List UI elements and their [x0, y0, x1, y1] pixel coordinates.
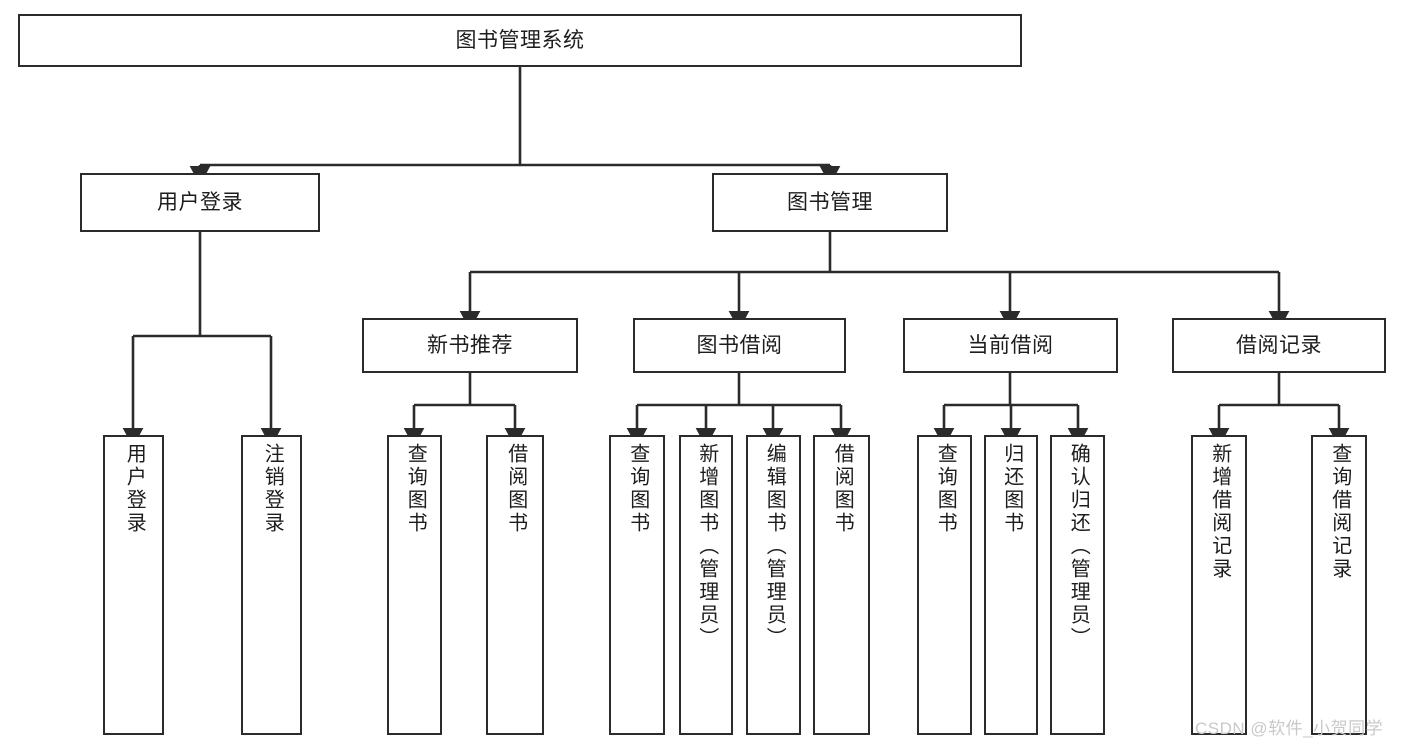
node-label: 图书借阅 [696, 333, 783, 357]
node-label: 新书推荐 [427, 333, 513, 357]
node-borrow-book-new[interactable]: 借阅图书 [486, 435, 544, 735]
node-label: 查询借阅记录 [1328, 443, 1351, 581]
node-label: 图书管理 [787, 190, 873, 214]
node-user-login-leaf[interactable]: 用户登录 [103, 435, 164, 735]
node-label: 确认归还（管理员） [1067, 443, 1090, 650]
node-label: 新增借阅记录 [1208, 443, 1231, 581]
node-label: 当前借阅 [967, 333, 1054, 357]
node-label: 图书管理系统 [455, 28, 585, 52]
node-add-borrow-record[interactable]: 新增借阅记录 [1191, 435, 1247, 735]
node-root[interactable]: 图书管理系统 [18, 14, 1022, 67]
node-query-borrow-record[interactable]: 查询借阅记录 [1311, 435, 1367, 735]
node-user-login[interactable]: 用户登录 [80, 173, 320, 232]
node-label: 新增图书（管理员） [695, 443, 718, 650]
node-book-borrow[interactable]: 图书借阅 [633, 318, 846, 373]
edge-group [122, 67, 1350, 448]
node-label: 查询图书 [404, 443, 427, 535]
node-label: 借阅图书 [504, 443, 527, 535]
node-user-logout-leaf[interactable]: 注销登录 [241, 435, 302, 735]
node-label: 用户登录 [157, 190, 243, 214]
node-label: 注销登录 [261, 443, 284, 535]
node-label: 编辑图书（管理员） [763, 443, 786, 650]
node-book-management[interactable]: 图书管理 [712, 173, 948, 232]
node-new-book-recommend[interactable]: 新书推荐 [362, 318, 578, 373]
node-query-book-current[interactable]: 查询图书 [917, 435, 972, 735]
node-edit-book-admin[interactable]: 编辑图书（管理员） [746, 435, 801, 735]
node-query-book-new[interactable]: 查询图书 [387, 435, 442, 735]
node-label: 归还图书 [1000, 443, 1023, 535]
node-return-book[interactable]: 归还图书 [984, 435, 1038, 735]
node-label: 用户登录 [123, 443, 146, 535]
node-query-book-borrow[interactable]: 查询图书 [609, 435, 665, 735]
node-confirm-return-admin[interactable]: 确认归还（管理员） [1050, 435, 1105, 735]
node-borrow-book-borrow[interactable]: 借阅图书 [813, 435, 870, 735]
node-label: 查询图书 [626, 443, 649, 535]
node-add-book-admin[interactable]: 新增图书（管理员） [679, 435, 733, 735]
node-label: 借阅记录 [1236, 333, 1322, 357]
node-label: 借阅图书 [831, 443, 854, 535]
node-label: 查询图书 [934, 443, 957, 535]
node-current-borrow[interactable]: 当前借阅 [903, 318, 1118, 373]
node-borrow-record[interactable]: 借阅记录 [1172, 318, 1386, 373]
